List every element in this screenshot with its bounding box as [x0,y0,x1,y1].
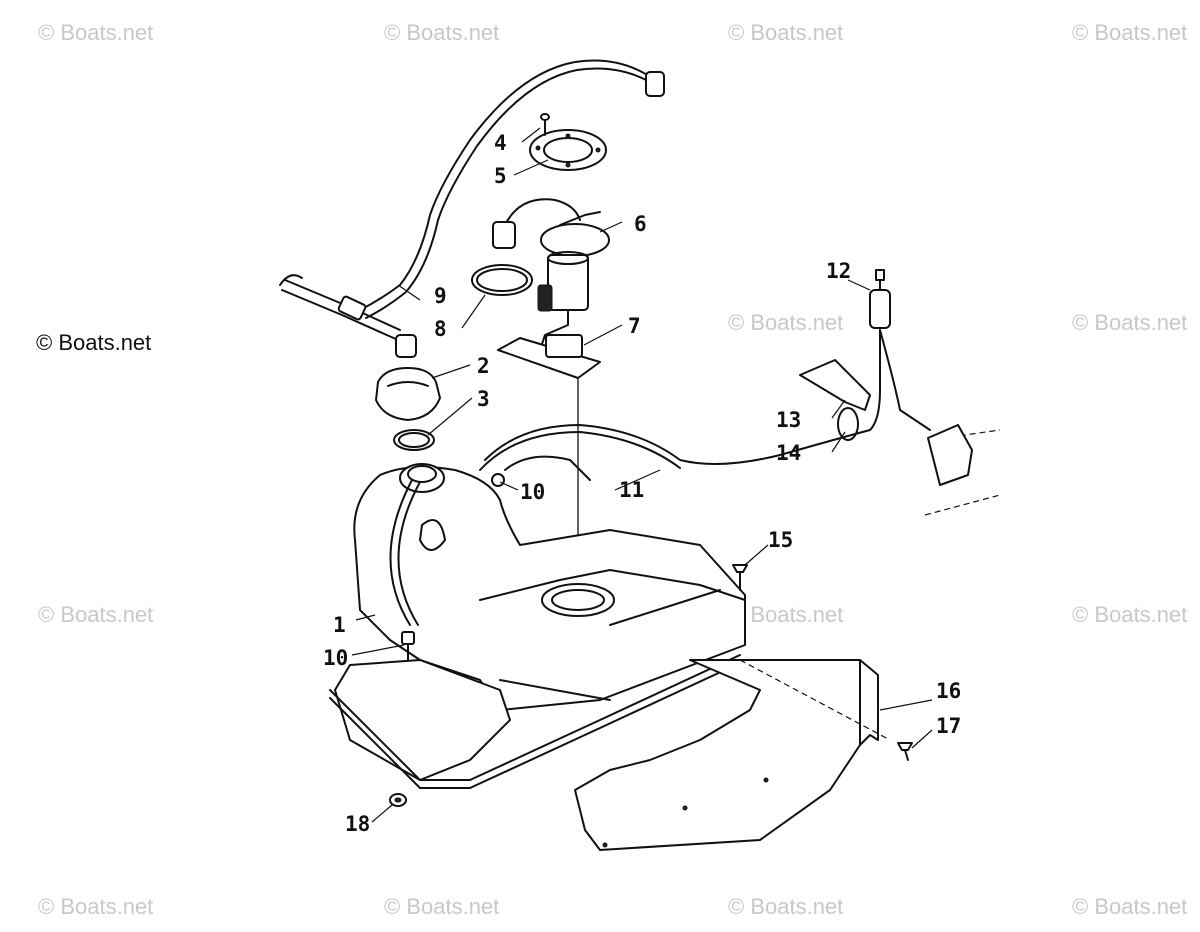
callout-number: 12 [826,259,851,283]
callout-number: 10 [520,480,545,504]
watermark: © Boats.net [36,330,151,355]
callout-number: 14 [776,441,801,465]
callout-number: 15 [768,528,793,552]
watermark: © Boats.net [38,602,153,627]
callout-number: 17 [936,714,961,738]
fuel-level-sender [497,334,601,585]
watermark: © Boats.net [384,894,499,919]
watermark: © Boats.net [1072,310,1187,335]
leader-lines [351,127,933,823]
watermark: © Boats.net [728,310,843,335]
callout-number: 7 [628,314,641,338]
heat-shield [389,659,913,851]
watermark: © Boats.net [384,20,499,45]
callout-number: 16 [936,679,961,703]
callout-number: 10 [323,646,348,670]
callout-labels: 1 2 3 4 5 6 7 8 9 10 10 11 12 13 14 15 1… [323,131,961,836]
fuel-pump-assembly [471,198,610,351]
screw-and-gasket [529,113,607,171]
callout-number: 2 [477,354,490,378]
callout-number: 4 [494,131,507,155]
watermark: © Boats.net [38,894,153,919]
watermark: © Boats.net [728,602,843,627]
watermark: © Boats.net [38,20,153,45]
callout-number: 5 [494,164,507,188]
callout-number: 9 [434,284,447,308]
callout-number: 3 [477,387,490,411]
watermark: © Boats.net [1072,20,1187,45]
fuel-tank [329,463,746,789]
watermark: © Boats.net [1072,602,1187,627]
callout-number: 18 [345,812,370,836]
vent-hose [279,59,665,358]
callout-number: 1 [333,613,346,637]
watermark: © Boats.net [1072,894,1187,919]
callout-number: 8 [434,317,447,341]
callout-number: 6 [634,212,647,236]
fuel-line-and-filter [479,269,1001,516]
watermark: © Boats.net [728,894,843,919]
callout-number: 13 [776,408,801,432]
watermark: © Boats.net [728,20,843,45]
callout-number: 11 [619,478,644,502]
fuel-cap [375,367,441,451]
